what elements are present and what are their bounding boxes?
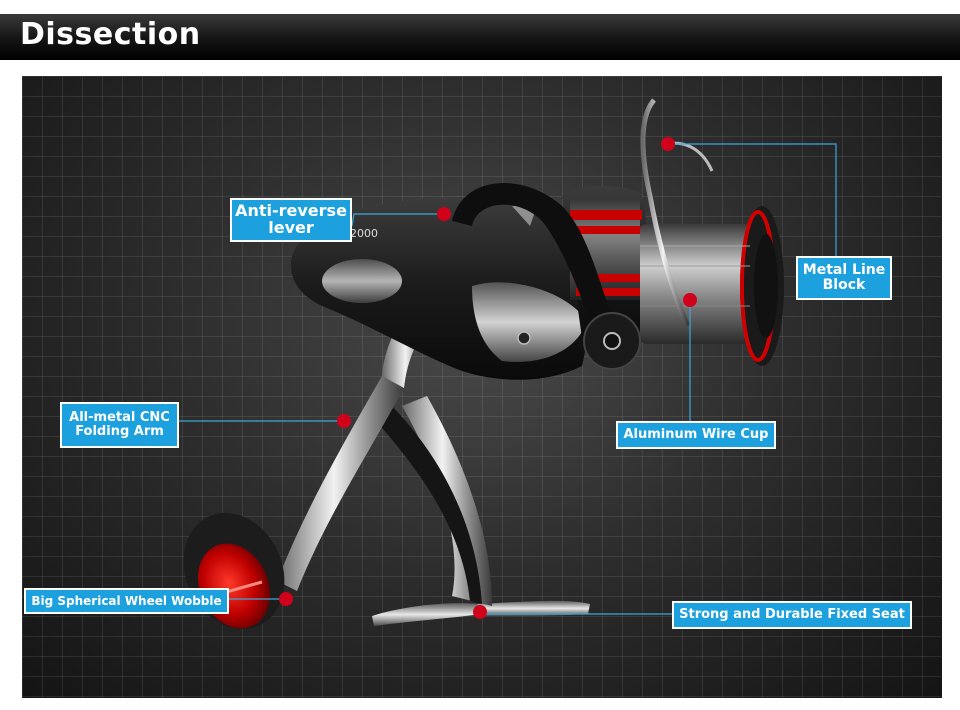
reel-illustration: 2000 (179, 98, 837, 630)
marker-spherical-wheel (279, 592, 293, 606)
marker-folding-arm (337, 414, 351, 428)
callout-label: Anti-reverse lever (235, 201, 347, 237)
callout-label: Strong and Durable Fixed Seat (679, 607, 905, 623)
spool (640, 206, 784, 366)
marker-aluminum-wire-cup (683, 293, 697, 307)
reel-model-text: 2000 (350, 227, 378, 240)
leader-metal-line-block (668, 143, 837, 256)
marker-fixed-seat (473, 605, 487, 619)
header-bar: Dissection (0, 14, 960, 60)
leader-anti-reverse-lever (351, 213, 444, 227)
callout-strong-durable-fixed-seat: Strong and Durable Fixed Seat (672, 601, 912, 629)
diagram-stage: 2000 (22, 76, 942, 698)
callout-anti-reverse-lever: Anti-reverse lever (230, 198, 352, 242)
marker-anti-reverse-lever (437, 207, 451, 221)
bail-arm (452, 183, 641, 370)
markers (279, 137, 697, 619)
rotor-cup (512, 185, 662, 344)
callout-metal-line-block: Metal Line Block (796, 256, 892, 300)
callout-all-metal-cnc-folding-arm: All-metal CNC Folding Arm (60, 402, 179, 448)
callout-label: Big Spherical Wheel Wobble (31, 593, 222, 608)
callout-aluminum-wire-cup: Aluminum Wire Cup (616, 421, 776, 449)
callout-label: All-metal CNC Folding Arm (69, 410, 170, 439)
marker-metal-line-block (661, 137, 675, 151)
callout-label: Metal Line Block (802, 262, 886, 293)
leader-lines (179, 143, 837, 615)
handle-knob (183, 512, 285, 630)
callout-label: Aluminum Wire Cup (623, 427, 769, 443)
callout-big-spherical-wheel-wobble: Big Spherical Wheel Wobble (24, 588, 229, 614)
page-title: Dissection (20, 17, 201, 52)
reel-foot (367, 396, 590, 626)
